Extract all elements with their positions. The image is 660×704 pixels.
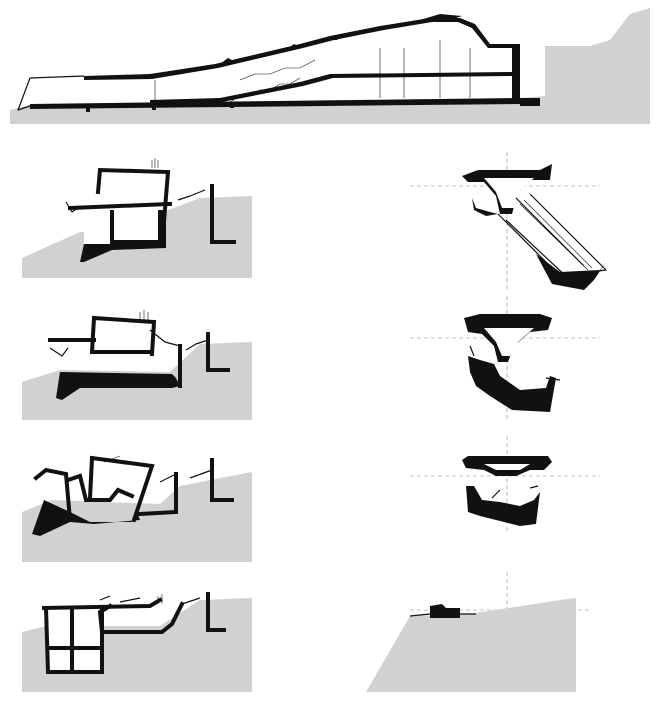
- funnel-section-1-base: [536, 254, 606, 290]
- long-section-end-wall: [512, 44, 520, 104]
- cross-section-3-basin: [32, 500, 140, 536]
- long-section: [10, 8, 650, 124]
- cross-section-4-wall: [206, 592, 226, 632]
- slope-section-structure: [430, 604, 460, 618]
- funnel-section-2: [464, 314, 561, 412]
- cross-section-3-left: [33, 467, 73, 523]
- cross-section-1-upper: [95, 167, 171, 249]
- funnel-section-3-basin: [466, 486, 540, 526]
- long-section-skylights: [220, 14, 462, 64]
- long-section-mullions: [154, 40, 471, 103]
- cross-section-1-basin: [80, 210, 166, 262]
- slope-section: [366, 598, 576, 692]
- cross-section-1: [22, 158, 252, 278]
- cross-section-1-wall: [210, 184, 236, 244]
- long-section-roof: [84, 18, 512, 80]
- cross-section-3: [22, 455, 252, 562]
- cross-section-4-box: [43, 605, 104, 674]
- cross-section-4-ramp: [97, 601, 185, 634]
- funnel-section-3: [462, 456, 552, 526]
- funnel-section-1: [462, 164, 607, 290]
- cross-section-2-basin: [56, 372, 180, 400]
- cross-section-2: [22, 310, 252, 420]
- cross-section-3-upper: [65, 455, 155, 523]
- cross-section-2-upper: [89, 315, 157, 357]
- slope-section-ground: [366, 598, 576, 692]
- funnel-section-2-basin: [468, 356, 556, 412]
- cross-section-4: [22, 592, 252, 692]
- cross-section-3-wall: [137, 458, 234, 517]
- long-section-entry: [17, 75, 85, 111]
- long-section-ground-slab: [30, 98, 540, 109]
- long-section-stair: [229, 59, 316, 103]
- long-section-interior: [30, 20, 512, 106]
- cross-section-2-wall: [178, 332, 230, 388]
